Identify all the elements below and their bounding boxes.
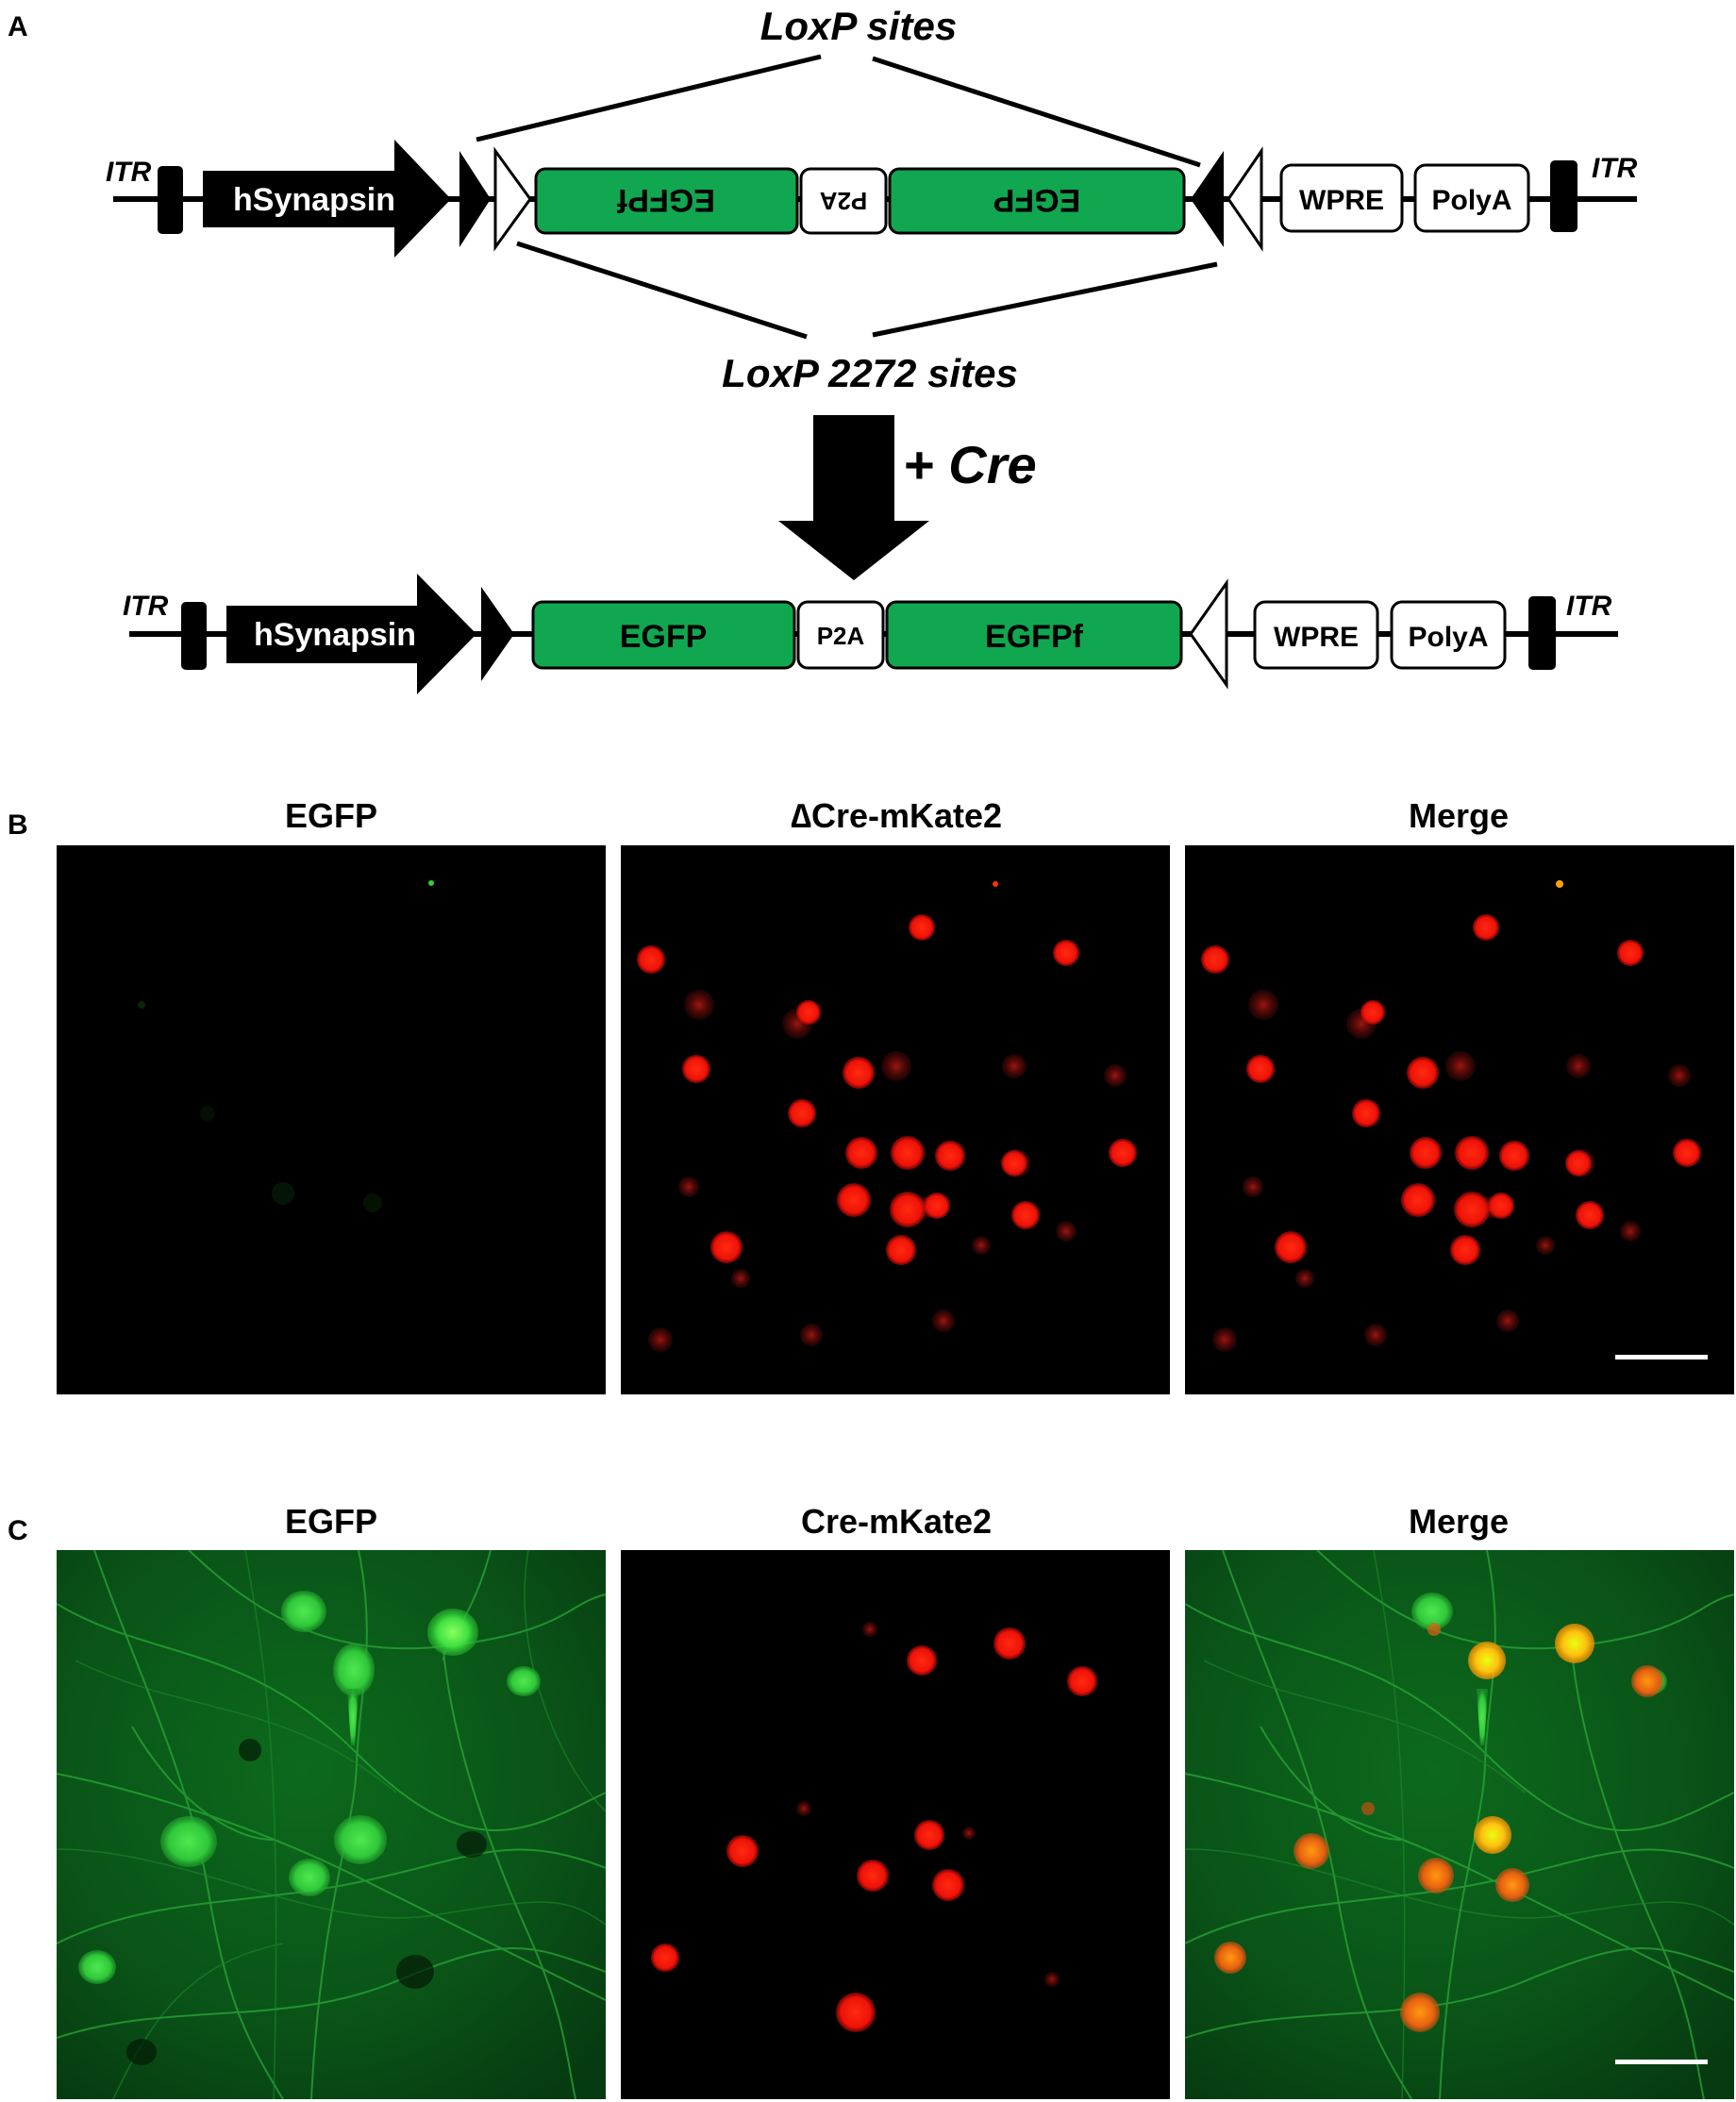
panel-b-dcre-image <box>621 845 1170 1394</box>
top-itr-right: ITR <box>1592 153 1638 184</box>
bottom-itr-left-block <box>181 602 207 670</box>
bottom-hsynapsin-label: hSynapsin <box>254 617 416 653</box>
panel-c-merge-image <box>1185 1550 1734 2099</box>
top-loxp-site-1 <box>459 151 491 247</box>
panel-c-title-egfp: EGFP <box>285 1502 377 1541</box>
top-loxp2272-site-2 <box>1227 146 1263 252</box>
bottom-construct: ITR hSynapsin EGFP P2A EGFPf WPRE PolyA … <box>123 574 1618 694</box>
panel-c-scale-bar <box>1615 2060 1708 2064</box>
loxp2272-sites-label: LoxP 2272 sites <box>722 351 1018 395</box>
panel-b-title-egfp: EGFP <box>285 796 377 835</box>
panel-b-merge-image <box>1185 845 1734 1394</box>
panel-c-egfp-image <box>57 1550 606 2099</box>
top-egfpf-box <box>534 167 799 235</box>
bottom-egfp-box <box>531 600 796 670</box>
top-egfp-box <box>888 167 1186 235</box>
top-p2a-label: P2A <box>819 187 867 215</box>
top-wpre-box <box>1279 163 1404 233</box>
loxp-pointer-right <box>872 56 1201 168</box>
bottom-itr-right: ITR <box>1566 591 1612 622</box>
panel-c-title-cre: Cre-mKate2 <box>801 1502 992 1541</box>
panel-a: A LoxP sites ITR hSynapsin EGFPf P2A EGF… <box>8 4 1638 694</box>
bottom-wpre-label: WPRE <box>1274 622 1359 653</box>
bottom-egfp-label: EGFP <box>620 619 708 655</box>
loxp2272-pointer-left <box>516 241 808 340</box>
bottom-polya-label: PolyA <box>1408 622 1488 653</box>
top-loxp-site-2 <box>1191 151 1224 247</box>
panel-b-egfp-image <box>57 845 606 1394</box>
top-hsynapsin-label: hSynapsin <box>233 182 395 218</box>
top-p2a-box <box>799 167 888 235</box>
bottom-egfpf-label: EGFPf <box>985 619 1084 655</box>
top-itr-left-block <box>158 166 183 234</box>
loxp-sites-label: LoxP sites <box>760 4 958 48</box>
panel-c-letter: C <box>8 1515 28 1546</box>
loxp2272-pointer-right <box>872 261 1218 338</box>
panel-b-letter: B <box>8 809 28 841</box>
top-wpre-label: WPRE <box>1299 185 1384 216</box>
bottom-hsynapsin-promoter <box>226 574 476 694</box>
loxp-pointer-left <box>476 54 822 142</box>
bottom-loxp2272-site <box>1189 578 1228 690</box>
panel-c-title-merge: Merge <box>1409 1502 1509 1541</box>
top-loxp2272-site-1 <box>493 146 532 252</box>
bottom-p2a-label: P2A <box>817 622 865 650</box>
top-itr-right-block <box>1550 160 1577 232</box>
panel-b-title-dcre: ∆Cre-mKate2 <box>791 796 1002 835</box>
panel-b-scale-bar <box>1615 1355 1708 1360</box>
bottom-egfpf-box <box>885 600 1183 670</box>
top-polya-label: PolyA <box>1431 185 1511 216</box>
panel-b-title-merge: Merge <box>1409 796 1509 835</box>
bottom-itr-left: ITR <box>123 591 169 622</box>
top-polya-box <box>1413 163 1530 233</box>
panel-b: B EGFP ∆Cre-mKate2 Merge <box>8 796 1734 1394</box>
bottom-itr-right-block <box>1528 596 1556 670</box>
top-construct: ITR hSynapsin EGFPf P2A EGFP WPRE PolyA … <box>106 140 1638 258</box>
top-hsynapsin-promoter <box>203 140 451 258</box>
bottom-loxp-site <box>481 587 514 681</box>
panel-c-cre-image <box>621 1550 1170 2099</box>
panel-c: C EGFP Cre-mKate2 Merge <box>8 1502 1734 2099</box>
bottom-wpre-box <box>1253 600 1379 670</box>
top-egfp-label: EGFP <box>993 182 1081 218</box>
bottom-polya-box <box>1390 600 1507 670</box>
top-egfpf-label: EGFPf <box>616 182 715 218</box>
cre-arrow <box>778 415 929 580</box>
cre-label: + Cre <box>903 435 1037 494</box>
bottom-p2a-box <box>796 600 885 670</box>
top-itr-left: ITR <box>106 157 152 188</box>
panel-a-letter: A <box>8 11 28 42</box>
